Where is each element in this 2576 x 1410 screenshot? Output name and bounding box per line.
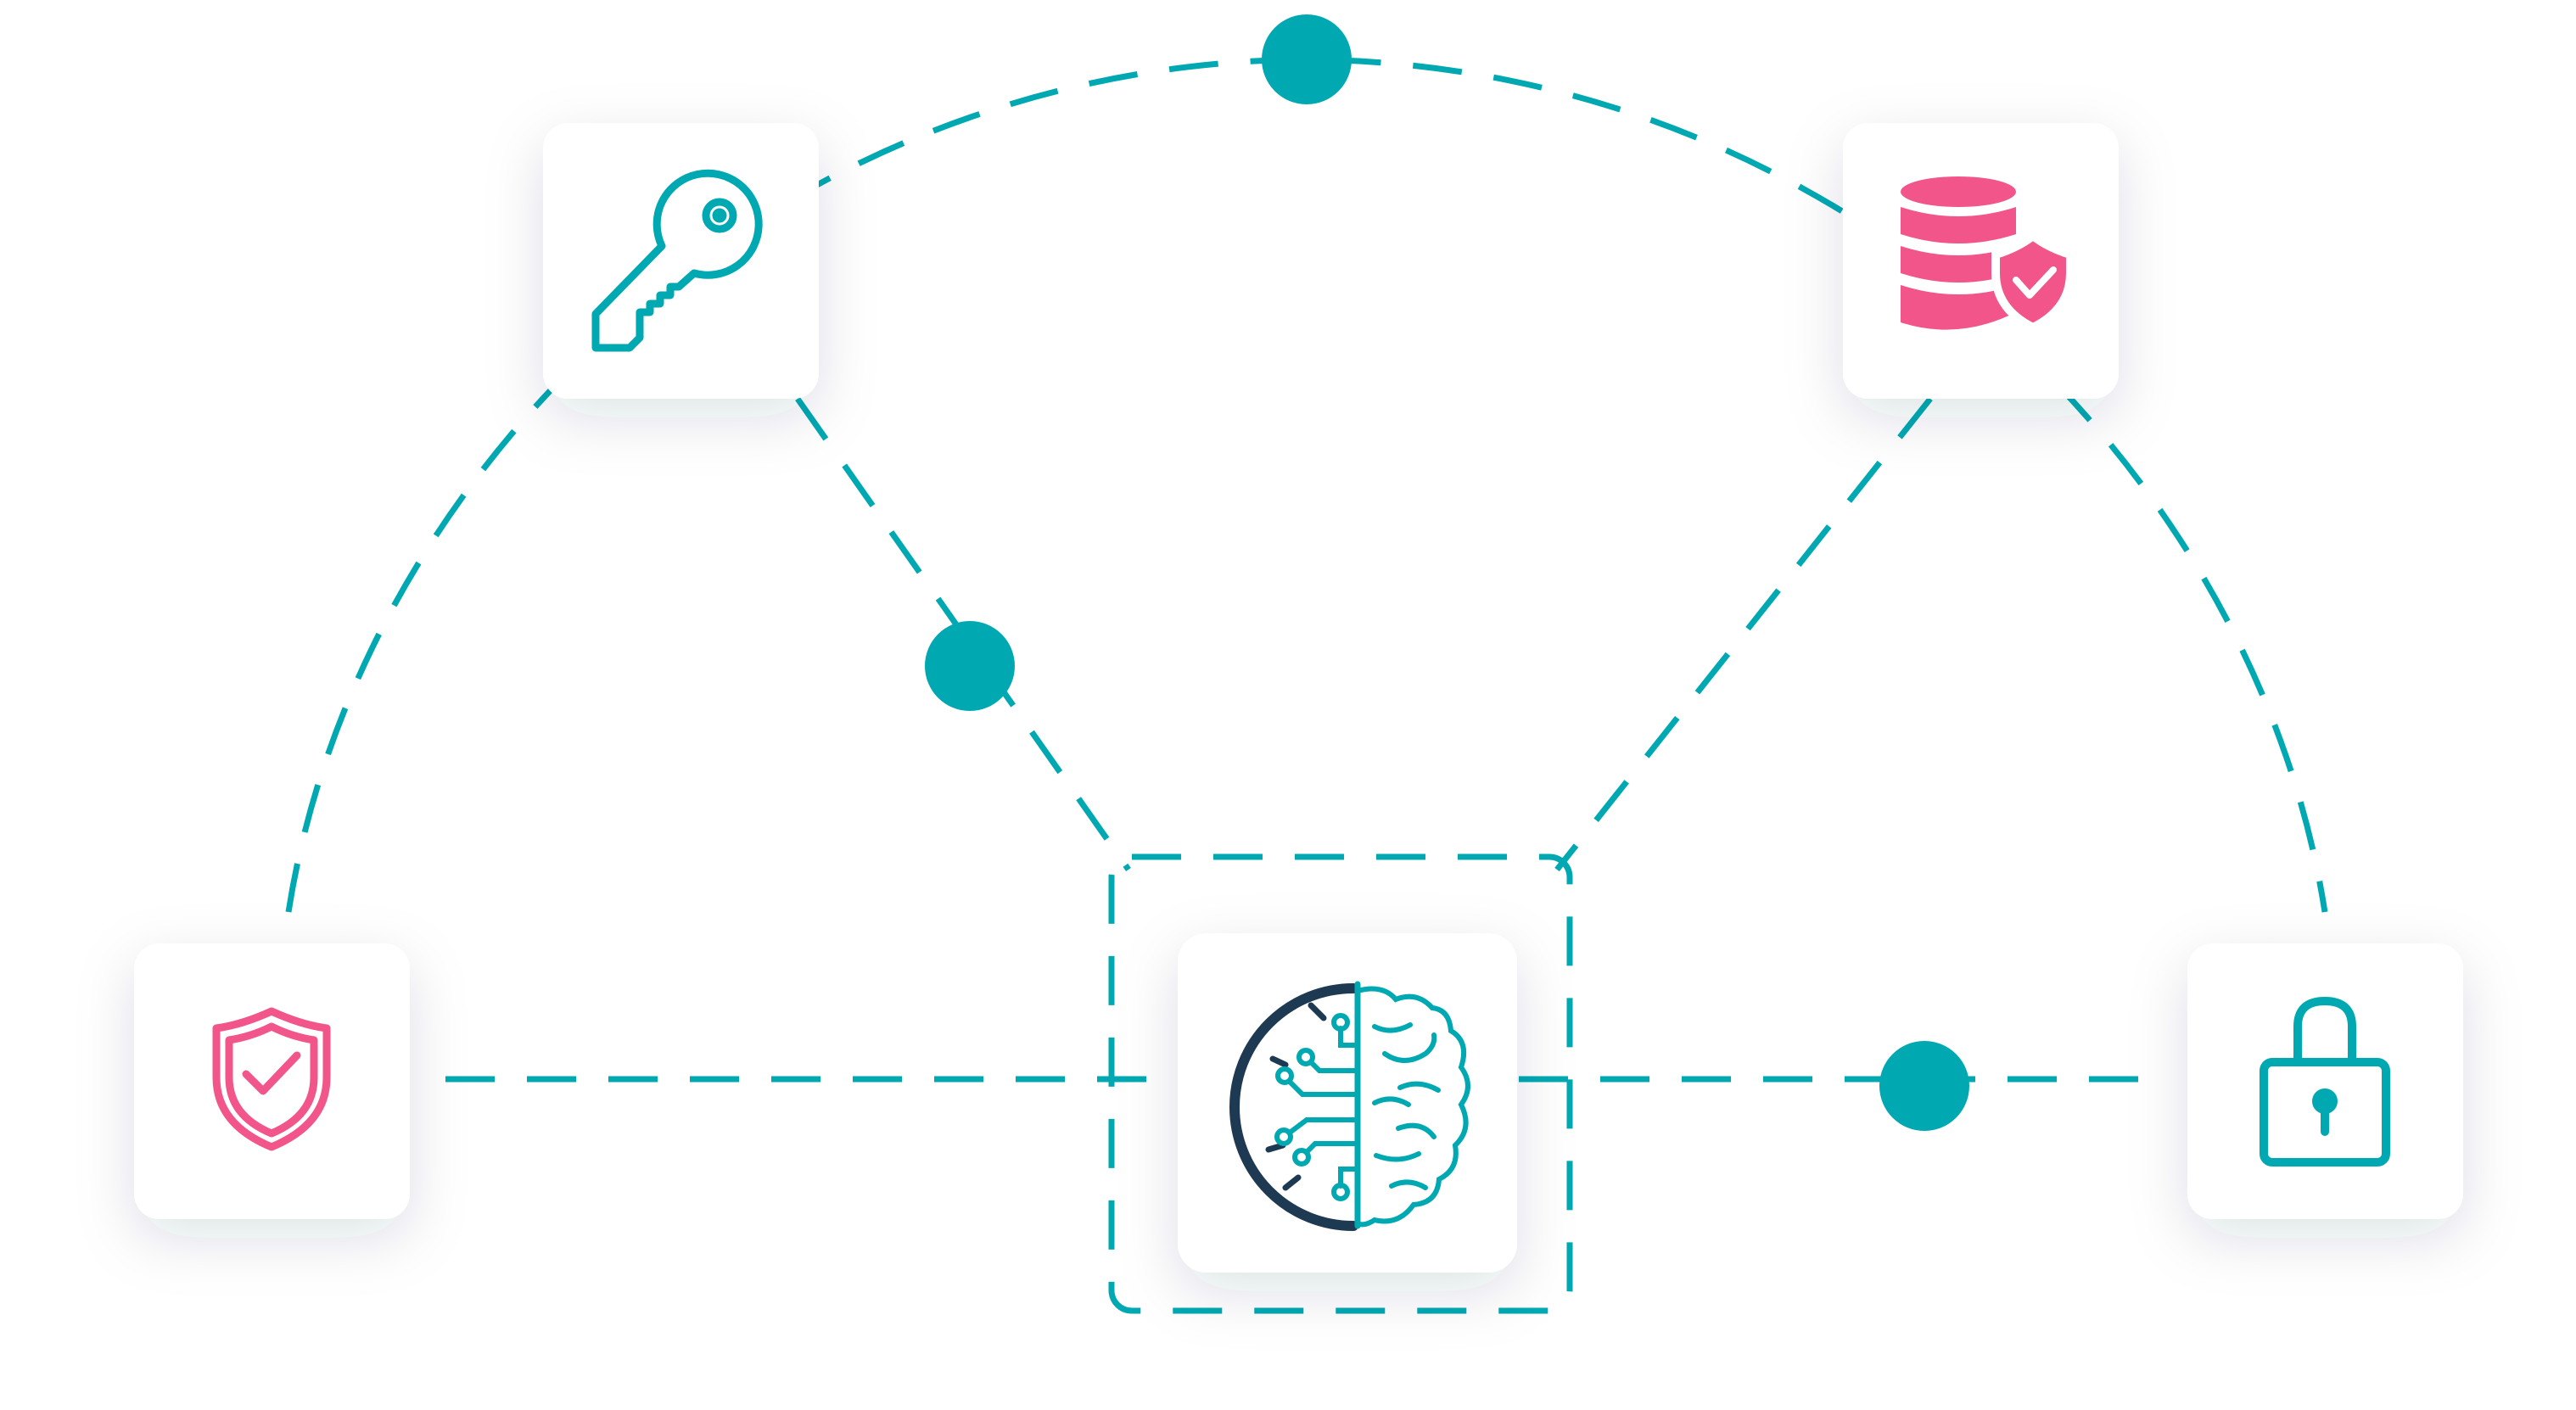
connector-dots bbox=[925, 14, 1969, 1131]
arc-top-dot bbox=[1262, 14, 1352, 104]
lock-card bbox=[2187, 943, 2463, 1219]
lock-node[interactable] bbox=[2187, 943, 2463, 1219]
padlock-icon bbox=[2260, 997, 2390, 1167]
brain-node[interactable] bbox=[1178, 933, 1517, 1273]
ai-brain-circuit-icon bbox=[1229, 981, 1470, 1231]
key-brain-dot bbox=[925, 621, 1015, 711]
database-shield-icon bbox=[1901, 176, 2075, 333]
shield-check-icon bbox=[212, 1007, 331, 1151]
outer-arc-connector bbox=[285, 56, 2328, 913]
database-to-brain-connector bbox=[1554, 396, 1933, 872]
key-card bbox=[543, 123, 819, 399]
brain-focus-frame bbox=[1108, 853, 1573, 1314]
key-icon bbox=[591, 169, 763, 352]
key-node[interactable] bbox=[543, 123, 819, 399]
database-node[interactable] bbox=[1843, 123, 2119, 399]
brain-lock-dot bbox=[1879, 1041, 1969, 1131]
shield-node[interactable] bbox=[134, 943, 410, 1219]
